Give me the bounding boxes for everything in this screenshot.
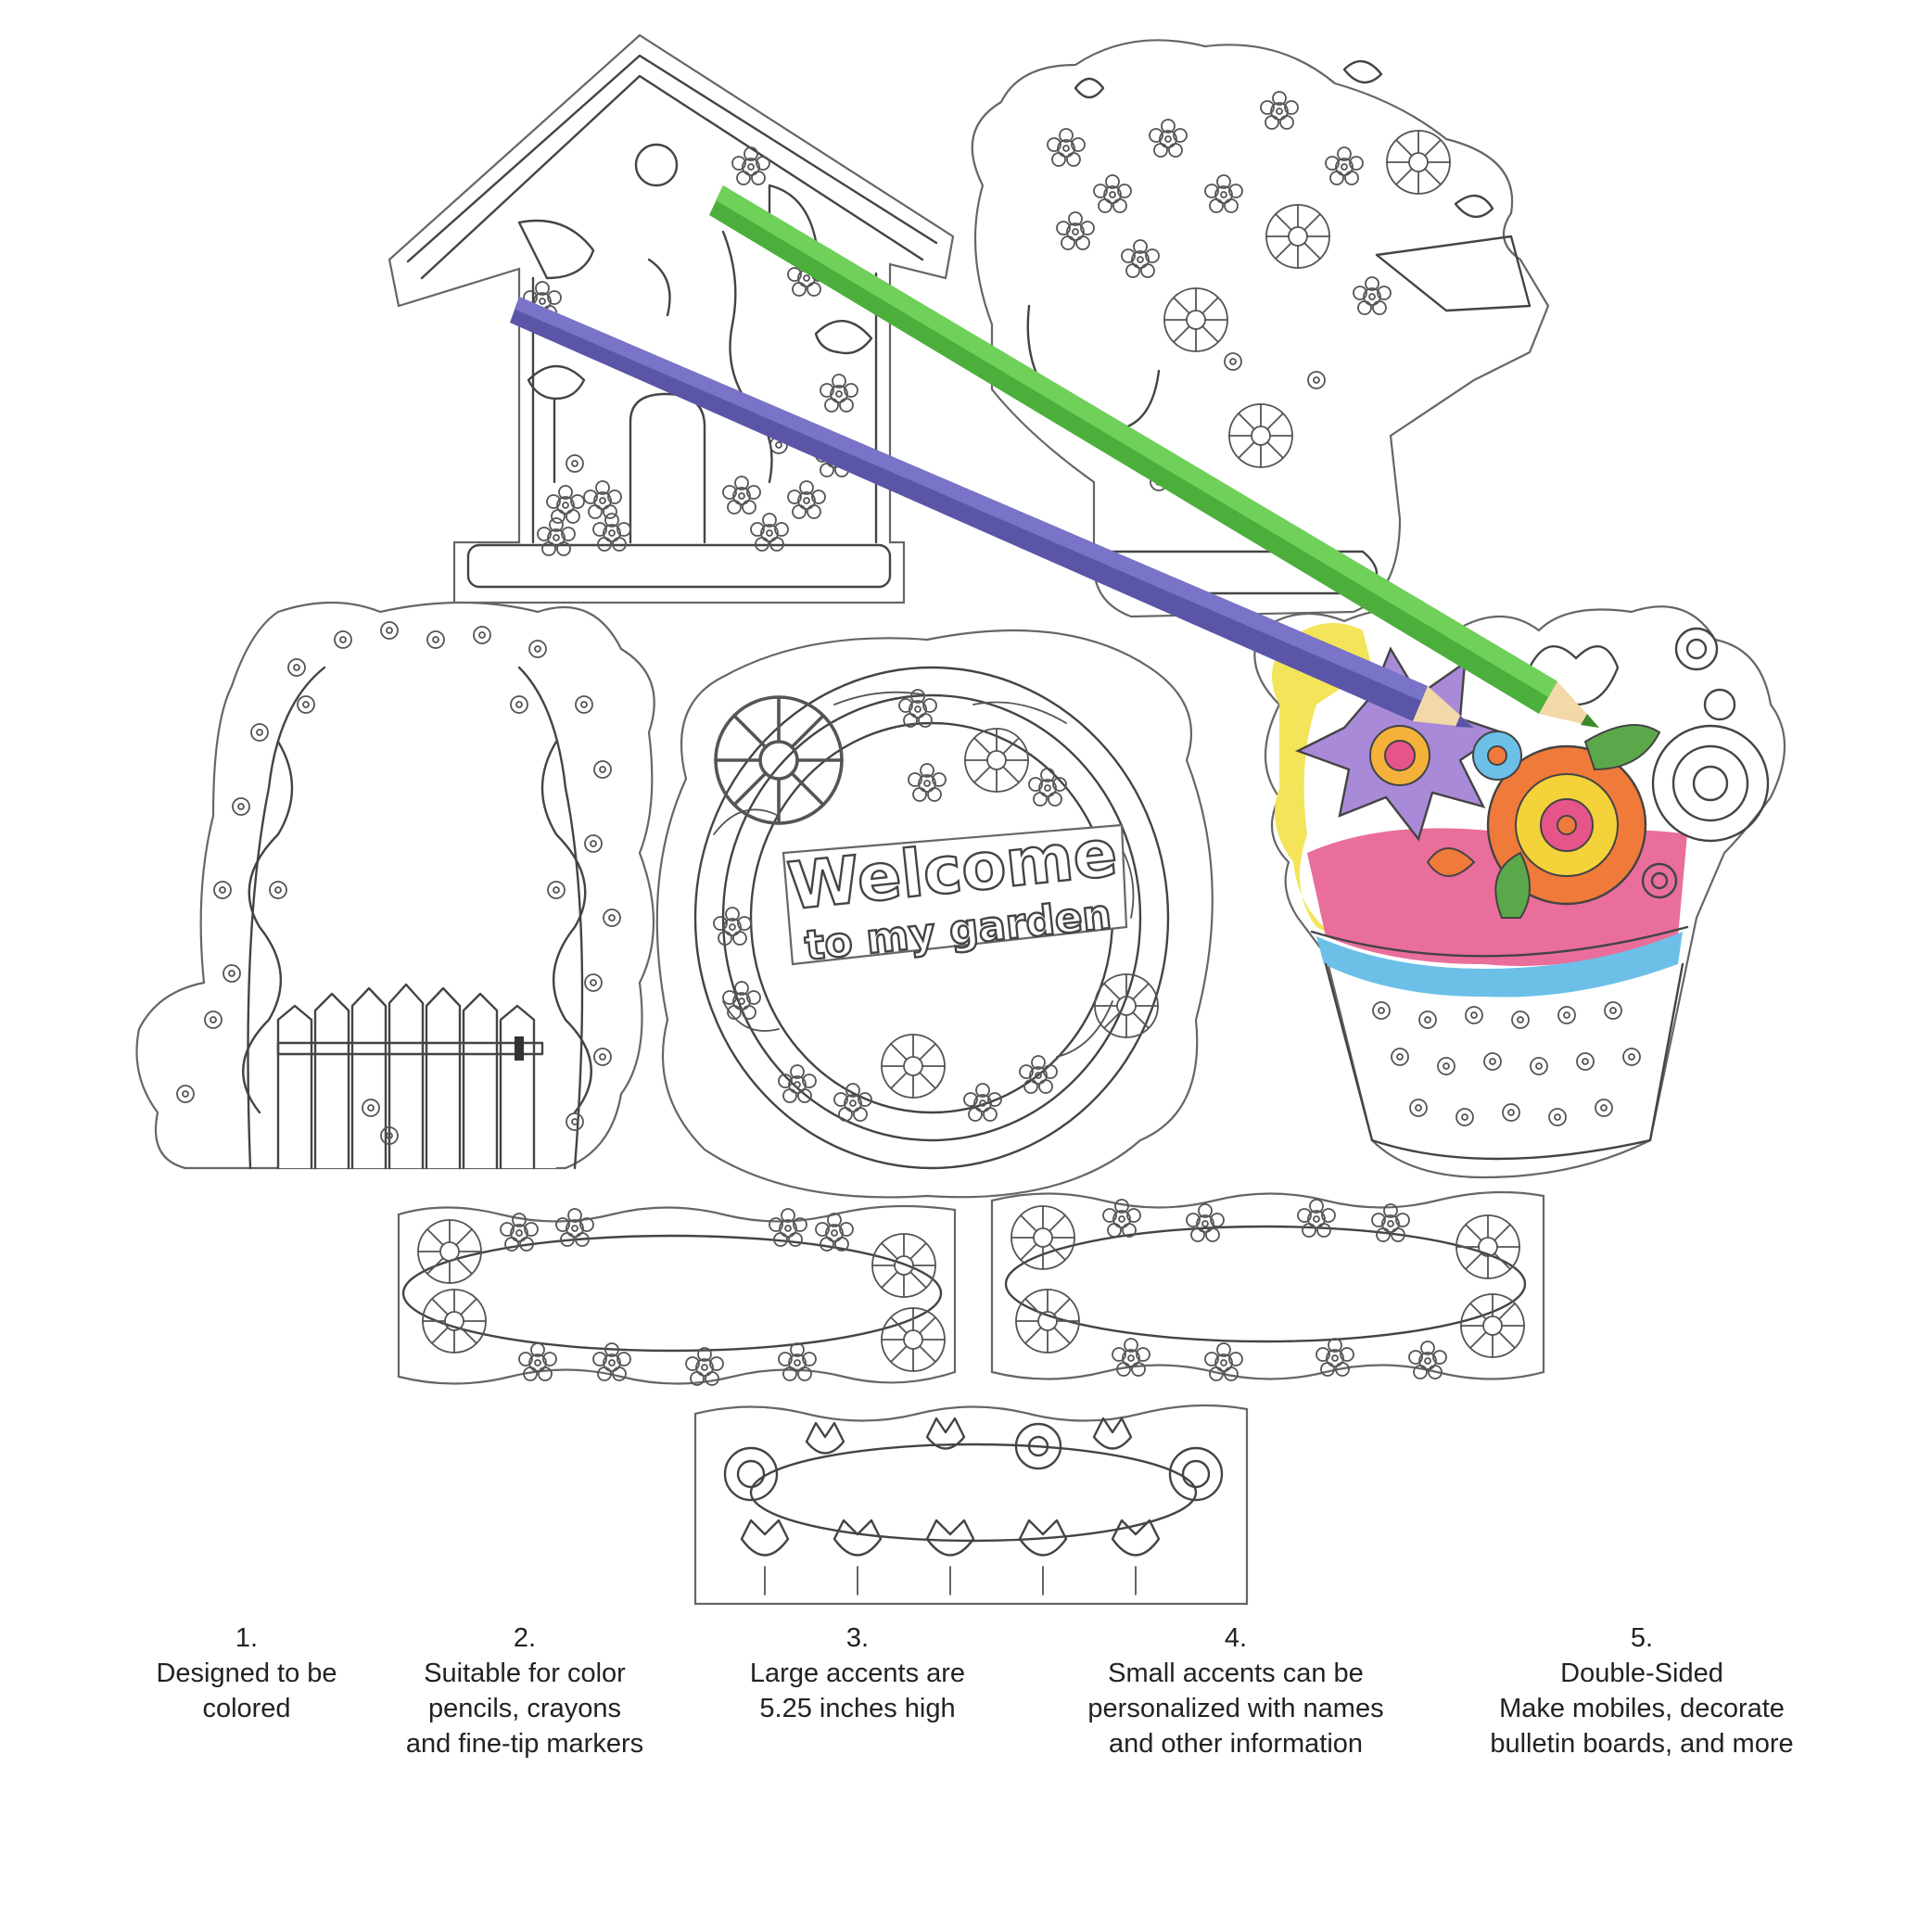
feature-5-number: 5. <box>1630 1623 1654 1653</box>
feature-list: 1. Designed to be colored 2. Suitable fo… <box>0 1621 1932 1778</box>
feature-5-line1: Double-Sided <box>1560 1659 1723 1688</box>
birdhouse-accent <box>388 33 955 604</box>
feature-1-line2: colored <box>202 1694 291 1723</box>
feature-4-line1: Small accents can be <box>1108 1659 1364 1688</box>
feature-4: 4. Small accents can be personalized wit… <box>1041 1621 1430 1761</box>
feature-4-line2: personalized with names <box>1087 1694 1384 1723</box>
orange-flower <box>1486 744 1647 906</box>
feature-4-number: 4. <box>1224 1623 1248 1653</box>
name-tag-1 <box>397 1204 957 1386</box>
feature-1-line1: Designed to be <box>156 1659 337 1688</box>
feature-1: 1. Designed to be colored <box>52 1621 441 1726</box>
flower-pot-accent-colored <box>1253 605 1786 1179</box>
feature-5-line3: bulletin boards, and more <box>1490 1729 1794 1759</box>
feature-2-line1: Suitable for color <box>424 1659 626 1688</box>
feature-3-line1: Large accents are <box>749 1659 966 1688</box>
green-pencil <box>709 185 1599 728</box>
feature-2-line2: pencils, crayons <box>428 1694 621 1723</box>
feature-4-line3: and other information <box>1108 1729 1364 1759</box>
feature-5: 5. Double-Sided Make mobiles, decorate b… <box>1447 1621 1837 1761</box>
watering-can-accent <box>971 39 1550 618</box>
feature-2-number: 2. <box>513 1623 537 1653</box>
feature-5-line2: Make mobiles, decorate <box>1499 1694 1785 1723</box>
feature-2-line3: and fine-tip markers <box>405 1729 644 1759</box>
name-tag-2 <box>990 1190 1545 1381</box>
feature-1-number: 1. <box>235 1623 259 1653</box>
feature-3-number: 3. <box>845 1623 870 1653</box>
purple-flower <box>1294 646 1505 842</box>
name-tag-3 <box>693 1404 1249 1606</box>
purple-pencil <box>510 297 1474 728</box>
feature-2: 2. Suitable for color pencils, crayons a… <box>330 1621 719 1761</box>
feature-3: 3. Large accents are 5.25 inches high <box>663 1621 1052 1726</box>
garden-gate-accent <box>135 601 655 1170</box>
welcome-wreath-accent: Welcome to my garden <box>655 629 1214 1199</box>
uncolored-sunflower <box>1651 724 1770 843</box>
feature-3-line2: 5.25 inches high <box>759 1694 956 1723</box>
